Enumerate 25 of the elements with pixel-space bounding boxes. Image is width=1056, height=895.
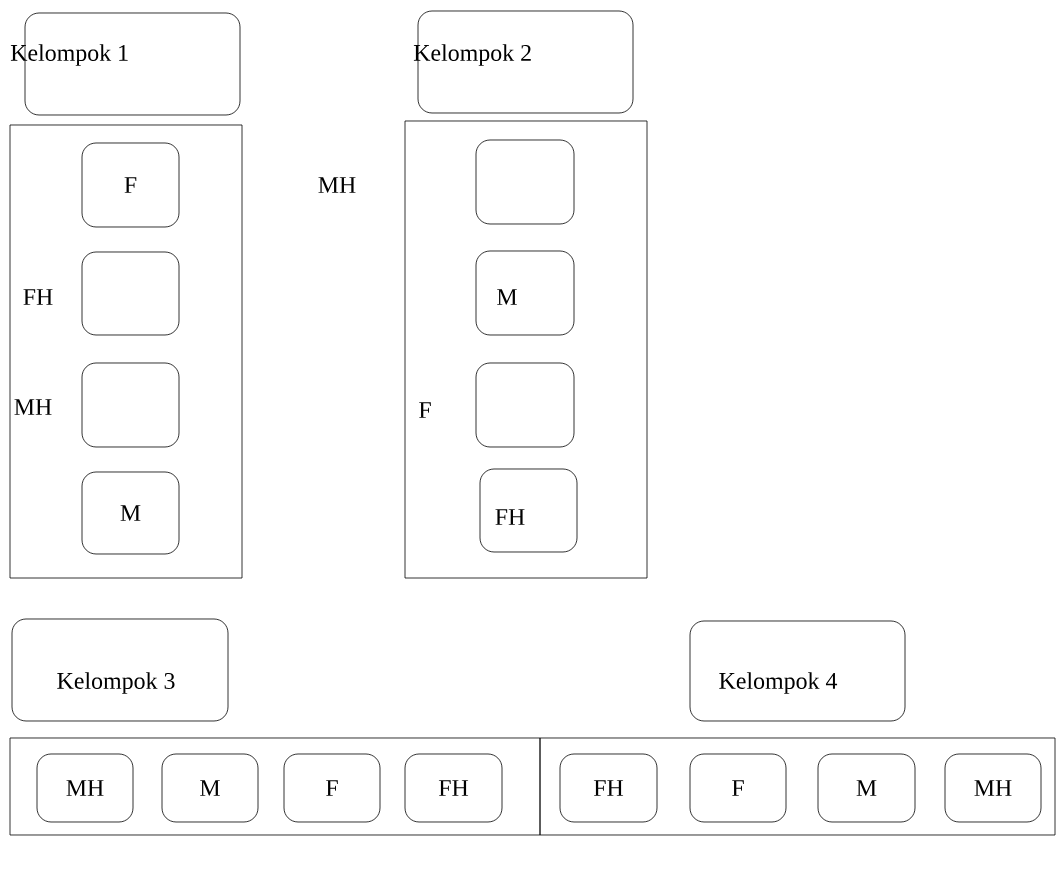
card: F: [689, 753, 787, 823]
card: M: [161, 753, 259, 823]
card: M: [475, 250, 575, 336]
card: FH: [559, 753, 658, 823]
card: FH: [404, 753, 503, 823]
card: F: [283, 753, 381, 823]
card: MH: [944, 753, 1042, 823]
floating-label: MH: [318, 177, 356, 193]
group-panel: [539, 737, 1056, 836]
group-panel: [404, 120, 648, 579]
side-label: MH: [14, 399, 52, 415]
card: FH: [479, 468, 578, 553]
group-panel: [9, 124, 243, 579]
card: F: [81, 142, 180, 228]
card: M: [817, 753, 916, 823]
title-box: Kelompok 1: [10, 12, 241, 116]
side-label: FH: [23, 289, 53, 305]
card: M: [81, 471, 180, 555]
card: MH: [36, 753, 134, 823]
group-panel: [9, 737, 541, 836]
title-box: Kelompok 2: [413, 10, 634, 114]
card: [475, 139, 575, 225]
title-box: Kelompok 3: [11, 618, 229, 722]
title-box: Kelompok 4: [689, 620, 906, 722]
side-label: F: [419, 402, 431, 418]
